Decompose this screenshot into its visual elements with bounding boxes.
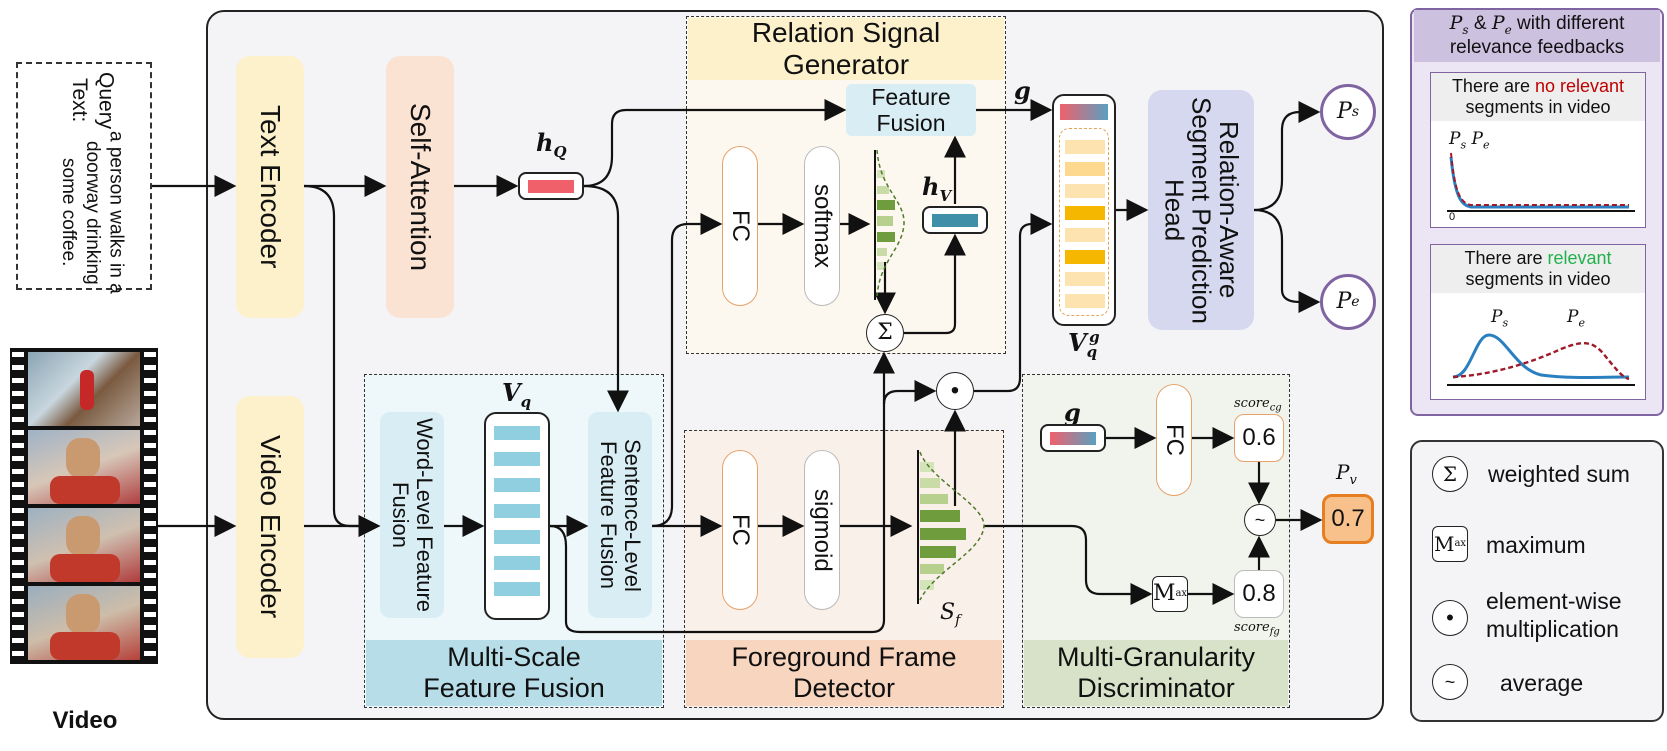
legend-elementwise-icon: •: [1432, 600, 1468, 636]
g-label-discriminator: g: [1064, 398, 1081, 427]
pv-label: Pv: [1336, 460, 1357, 488]
average-operator-icon: ~: [1244, 504, 1276, 536]
panel2-pe-label: Pe: [1567, 307, 1585, 330]
g-label: g: [1014, 76, 1031, 105]
multi-granularity-title: Multi-Granularity Discriminator: [1024, 640, 1288, 706]
legend-weighted-sum-label: weighted sum: [1488, 461, 1630, 487]
g-vector-discriminator: [1040, 424, 1106, 452]
fc-block-relation: FC: [722, 146, 758, 306]
pv-value: 0.7: [1322, 494, 1374, 544]
fc-block-foreground: FC: [722, 450, 758, 610]
word-level-fusion-block: Word-Level Feature Fusion: [380, 412, 444, 618]
video-frame-4: [28, 586, 140, 660]
video-frame-3: [28, 508, 140, 582]
legend-average-icon: ~: [1432, 664, 1468, 700]
fc-block-discriminator: FC: [1156, 384, 1192, 496]
score-fg-value: 0.8: [1234, 570, 1284, 618]
score-fg-label: scorefg: [1234, 620, 1280, 638]
hv-label: hV: [922, 172, 952, 205]
hq-label: hQ: [536, 128, 567, 161]
vqg-label: Vqg: [1068, 328, 1100, 361]
video-frame-2: [28, 430, 140, 504]
query-text: a person walks in a doorway drinking som…: [58, 131, 127, 294]
score-cg-value: 0.6: [1234, 414, 1284, 462]
feature-fusion-block: Feature Fusion: [846, 84, 976, 136]
softmax-block: softmax: [804, 146, 840, 306]
multi-scale-title: Multi-Scale Feature Fusion: [366, 640, 662, 706]
video-frame-1: [28, 352, 140, 426]
sf-label: Sf: [940, 600, 961, 629]
foreground-detector-title: Foreground Frame Detector: [686, 640, 1002, 706]
sentence-level-fusion-block: Sentence-Level Feature Fusion: [588, 412, 652, 618]
sigmoid-block: sigmoid: [804, 450, 840, 610]
legend-panel-relevant: There are relevant segments in video Ps …: [1430, 244, 1646, 400]
text-encoder-block: Text Encoder: [236, 56, 304, 318]
legend-average-label: average: [1500, 670, 1584, 696]
relevance-legend-title: Ps & Pe with different relevance feedbac…: [1414, 10, 1660, 62]
score-cg-label: scorecg: [1234, 396, 1282, 414]
relation-signal-generator-title: Relation Signal Generator: [688, 17, 1004, 80]
panel2-ps-label: Ps: [1491, 307, 1509, 330]
video-encoder-block: Video Encoder: [236, 396, 304, 658]
sigmoid-distribution: [917, 450, 985, 604]
softmax-distribution: [874, 149, 905, 300]
vq-label: Vq: [502, 378, 532, 411]
legend-panel-no-relevant: There are no relevant segments in video …: [1430, 72, 1646, 228]
hv-vector: [922, 206, 988, 234]
weighted-sum-operator-icon: Σ: [866, 314, 904, 352]
panel1-ps-pe-label: Ps Pe: [1449, 129, 1490, 152]
panel1-zero-label: 0: [1449, 211, 1456, 223]
hq-vector: [518, 172, 584, 200]
query-title: Query Text:: [68, 72, 118, 130]
legend-elementwise-label: element-wise multiplication: [1486, 588, 1622, 642]
video-filmstrip: [10, 348, 158, 664]
legend-maximum-label: maximum: [1486, 532, 1586, 558]
video-caption: Video: [52, 707, 118, 735]
self-attention-block: Self-Attention: [386, 56, 454, 318]
elementwise-operator-icon: •: [936, 372, 974, 410]
query-text-box: Query Text: a person walks in a doorway …: [16, 62, 152, 294]
legend-sum-icon: Σ: [1432, 456, 1468, 492]
vq-feature-stack: [484, 412, 550, 620]
vqg-feature-stack: [1052, 94, 1116, 326]
prediction-head-block: Relation-Aware Segment Prediction Head: [1148, 90, 1254, 330]
